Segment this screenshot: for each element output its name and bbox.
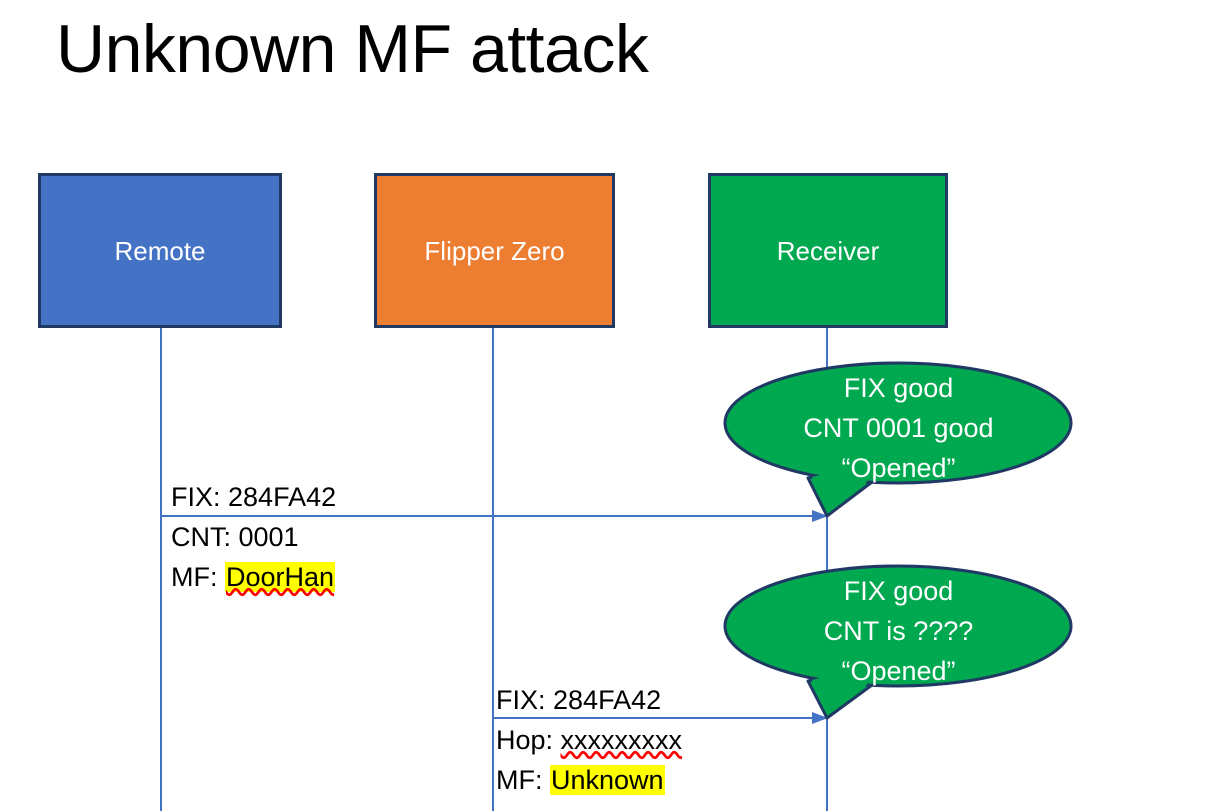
message-2-fix-prefix: FIX: [496, 685, 554, 715]
message-2-mf-value: Unknown [550, 765, 665, 795]
actor-box-flipper-zero[interactable]: Flipper Zero [374, 173, 615, 328]
message-1-line-mf: MF: DoorHan [171, 557, 336, 597]
message-2-hop-prefix: Hop: [496, 725, 561, 755]
balloon-receiver-1 [723, 361, 1073, 518]
message-1-cnt-prefix: CNT: [171, 522, 239, 552]
arrow-remote-to-receiver [161, 510, 828, 522]
message-1-mf-prefix: MF: [171, 562, 225, 592]
actor-box-receiver[interactable]: Receiver [708, 173, 948, 328]
message-1-fix-value: 284FA42 [228, 482, 337, 512]
message-1-line-fix: FIX: 284FA42 [171, 477, 336, 517]
message-2-hop-value: xxxxxxxxx [560, 725, 683, 755]
actor-label-remote: Remote [114, 235, 206, 266]
message-label-remote-to-receiver: FIX: 284FA42 CNT: 0001 MF: DoorHan [171, 477, 336, 597]
actor-box-remote[interactable]: Remote [38, 173, 282, 328]
message-2-line-fix: FIX: 284FA42 [496, 680, 682, 720]
message-2-line-hop: Hop: xxxxxxxxx [496, 720, 682, 760]
arrow-flipper-to-receiver [493, 712, 828, 724]
message-1-mf-value: DoorHan [225, 562, 336, 592]
actor-label-flipper-zero: Flipper Zero [424, 235, 565, 266]
page-title: Unknown MF attack [56, 11, 649, 87]
message-2-fix-value: 284FA42 [553, 685, 662, 715]
message-2-line-mf: MF: Unknown [496, 760, 682, 800]
actor-label-receiver: Receiver [776, 235, 880, 266]
message-2-mf-prefix: MF: [496, 765, 550, 795]
message-1-cnt-value: 0001 [238, 522, 299, 552]
balloon-receiver-2 [723, 564, 1073, 720]
message-1-line-cnt: CNT: 0001 [171, 517, 336, 557]
message-label-flipper-to-receiver: FIX: 284FA42 Hop: xxxxxxxxx MF: Unknown [496, 680, 682, 800]
message-1-fix-prefix: FIX: [171, 482, 229, 512]
